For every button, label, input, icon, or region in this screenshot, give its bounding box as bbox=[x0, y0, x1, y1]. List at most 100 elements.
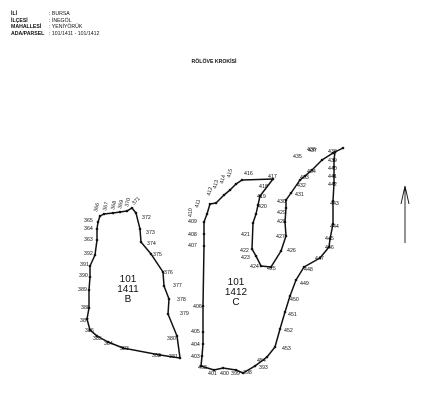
boundary-vertex bbox=[288, 294, 292, 298]
point-number: 421 bbox=[241, 232, 250, 238]
boundary-vertex bbox=[256, 203, 260, 207]
boundary-vertex bbox=[284, 206, 288, 210]
point-number: 437 bbox=[308, 148, 317, 154]
point-number: 374 bbox=[147, 241, 156, 247]
boundary-vertex bbox=[134, 211, 138, 215]
boundary-vertex bbox=[88, 264, 92, 268]
boundary-vertex bbox=[298, 178, 302, 182]
header-row-ada-parsel: ADA/PARSEL : 101/1411 - 101/1412 bbox=[11, 31, 99, 38]
parcel-label-line: 101 bbox=[120, 274, 137, 285]
boundary-vertex bbox=[125, 209, 129, 213]
point-number: 364 bbox=[84, 226, 93, 232]
point-number: 372 bbox=[142, 215, 151, 221]
point-number: 403 bbox=[191, 354, 200, 360]
point-number: 423 bbox=[241, 255, 250, 261]
point-number: 422 bbox=[240, 248, 249, 254]
boundary-vertex bbox=[251, 221, 255, 225]
point-number: 427 bbox=[276, 234, 285, 240]
point-number: 406 bbox=[193, 304, 202, 310]
boundary-vertex bbox=[234, 368, 238, 372]
boundary-vertex bbox=[88, 275, 92, 279]
boundary-vertex bbox=[269, 265, 273, 269]
point-number: 432 bbox=[297, 183, 306, 189]
point-number: 439 bbox=[328, 158, 337, 164]
point-number: 370 bbox=[124, 197, 132, 207]
boundary-vertex bbox=[96, 220, 100, 224]
boundary-vertex bbox=[303, 174, 307, 178]
boundary-vertex bbox=[87, 288, 91, 292]
boundary-vertex bbox=[310, 168, 314, 172]
point-number: 376 bbox=[164, 270, 173, 276]
point-number: 438 bbox=[328, 149, 337, 155]
point-number: 431 bbox=[295, 192, 304, 198]
point-number: 369 bbox=[117, 199, 125, 209]
point-number: 434 bbox=[307, 169, 316, 175]
point-number: 400 bbox=[220, 371, 229, 377]
point-number: 418 bbox=[259, 184, 268, 190]
point-number: 384 bbox=[104, 341, 113, 347]
boundary-vertex bbox=[202, 244, 206, 248]
boundary-vertex bbox=[208, 202, 212, 206]
point-number: 373 bbox=[146, 230, 155, 236]
point-number: 445 bbox=[325, 236, 334, 242]
point-number: 453 bbox=[282, 346, 291, 352]
boundary-vertex bbox=[228, 188, 232, 192]
boundary-vertex bbox=[332, 158, 336, 162]
boundary-vertex bbox=[271, 177, 275, 181]
point-number: 407 bbox=[188, 243, 197, 249]
point-number: 415 bbox=[226, 168, 234, 178]
boundary-vertex bbox=[158, 353, 162, 357]
boundary-vertex bbox=[240, 178, 244, 182]
boundary-vertex bbox=[202, 220, 206, 224]
boundary-vertex bbox=[93, 253, 97, 257]
point-number: 382 bbox=[152, 353, 161, 359]
boundary-vertex bbox=[162, 284, 166, 288]
boundary-vertex bbox=[95, 227, 99, 231]
point-number: 385 bbox=[93, 336, 102, 342]
header-row-mahalle: MAHALLESİ : YENİYÖRÜK bbox=[11, 24, 99, 31]
point-number: 391 bbox=[80, 262, 89, 268]
boundary-vertex bbox=[139, 240, 143, 244]
boundary-vertex bbox=[102, 212, 106, 216]
point-number: 441 bbox=[328, 174, 337, 180]
boundary-vertex bbox=[341, 146, 345, 150]
boundary-vertex bbox=[106, 340, 110, 344]
parcel-label-line: 101 bbox=[228, 277, 245, 288]
boundary-vertex bbox=[278, 327, 282, 331]
boundary-vertex bbox=[265, 355, 269, 359]
point-number: 447 bbox=[315, 256, 324, 262]
point-number: 399 bbox=[231, 371, 240, 377]
point-number: 379 bbox=[180, 311, 189, 317]
point-number: 417 bbox=[268, 174, 277, 180]
boundary-vertex bbox=[201, 342, 205, 346]
boundary-vertex bbox=[87, 306, 91, 310]
boundary-vertex bbox=[284, 234, 288, 238]
point-number: 429 bbox=[277, 210, 286, 216]
point-number: 411 bbox=[194, 199, 202, 209]
point-number: 430 bbox=[277, 199, 286, 205]
boundary-vertex bbox=[294, 278, 298, 282]
point-number: 450 bbox=[290, 297, 299, 303]
boundary-vertex bbox=[328, 237, 332, 241]
boundary-vertex bbox=[279, 249, 283, 253]
point-number: 424 bbox=[250, 264, 259, 270]
header-key: ADA/PARSEL bbox=[11, 30, 45, 37]
boundary-vertex bbox=[241, 371, 245, 375]
boundary-vertex bbox=[253, 364, 257, 368]
point-number: 454 bbox=[257, 358, 266, 364]
boundary-vertex bbox=[254, 212, 258, 216]
point-number: 446 bbox=[325, 245, 334, 251]
header-value: : İNEGÖL bbox=[49, 17, 72, 24]
header-row-ilce: İLÇESİ : İNEGÖL bbox=[11, 18, 99, 25]
boundary-vertex bbox=[200, 354, 204, 358]
boundary-vertex bbox=[130, 206, 134, 210]
boundary-vertex bbox=[95, 238, 99, 242]
boundary-vertex bbox=[167, 297, 171, 301]
parcel-label-line: B bbox=[125, 294, 132, 305]
boundary-vertex bbox=[222, 193, 226, 197]
parcel-label-line: C bbox=[232, 297, 239, 308]
point-number: 408 bbox=[188, 232, 197, 238]
boundary-vertex bbox=[85, 317, 89, 321]
point-number: 448 bbox=[304, 267, 313, 273]
